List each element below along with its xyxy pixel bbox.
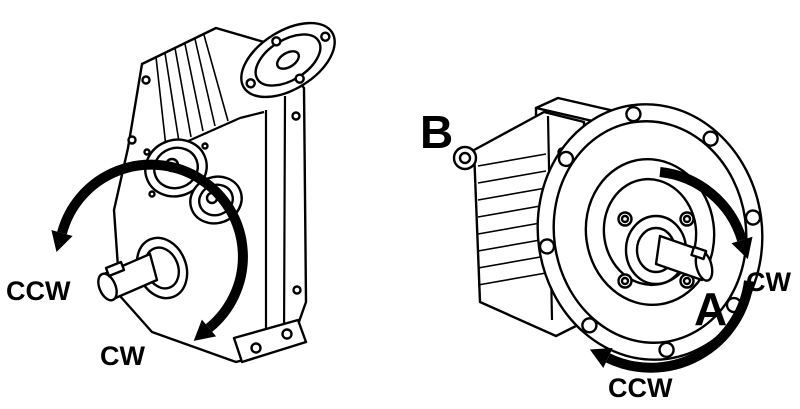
- right-gearmotor-drawing: [452, 96, 764, 361]
- right-rotation-arrow: [589, 167, 754, 373]
- right-output-flange: [536, 103, 764, 361]
- right-rotation-arc-upper: [659, 167, 747, 242]
- right-cw-label: CW: [746, 267, 791, 297]
- right-rotation-arc-lower: [605, 280, 754, 373]
- right-cooling-fins: [477, 153, 547, 286]
- right-output-shaft: [654, 234, 714, 282]
- left-rotation-arc: [57, 159, 248, 332]
- right-cw-arrowhead: [731, 236, 753, 260]
- left-cw-arrowhead: [193, 319, 217, 341]
- left-output-shaft: [97, 236, 189, 302]
- left-ccw-label: CCW: [6, 276, 71, 306]
- left-ccw-arrowhead: [51, 230, 73, 252]
- left-cooling-fins: [155, 34, 229, 148]
- left-motor-flange: [240, 21, 336, 99]
- right-input-stub: [452, 145, 478, 171]
- left-housing-edges: [149, 95, 287, 343]
- left-mounting-foot: [232, 318, 308, 364]
- left-gearmotor-drawing: [97, 21, 336, 364]
- right-ccw-label: CCW: [608, 373, 673, 403]
- side-a-label: A: [694, 283, 727, 335]
- left-cw-label: CW: [100, 341, 145, 371]
- right-ccw-arrowhead: [589, 348, 613, 368]
- right-hub-bolts: [617, 211, 695, 289]
- left-rotation-arrow: [51, 159, 248, 341]
- side-b-label: B: [420, 106, 453, 158]
- left-motor-flange-bolts: [245, 31, 331, 89]
- right-shaft-keyway: [690, 245, 708, 261]
- left-shaft-keyway: [104, 260, 126, 278]
